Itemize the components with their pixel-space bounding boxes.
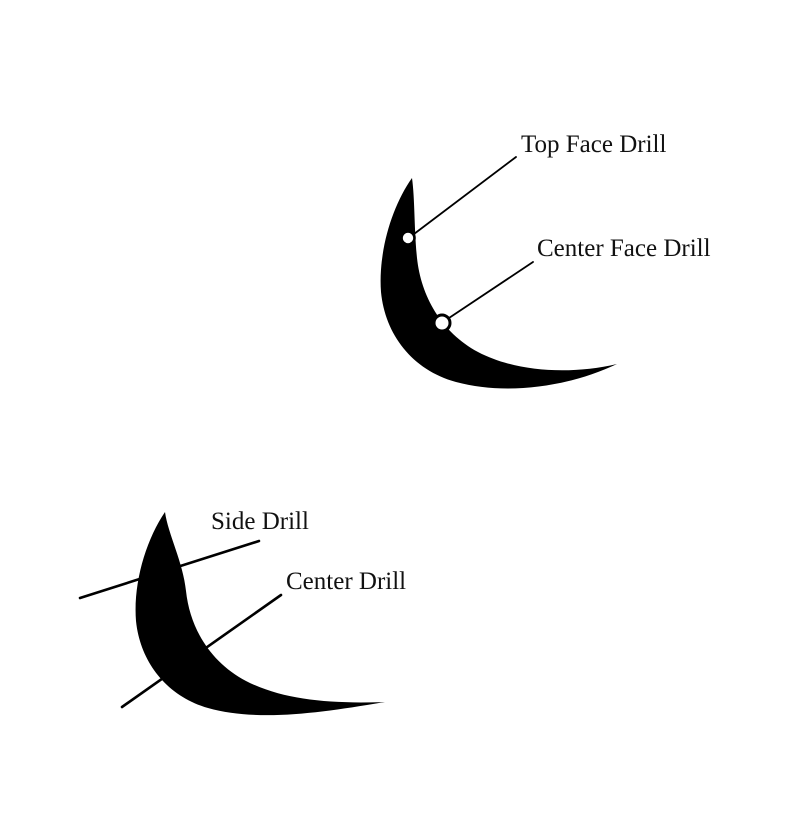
- drill-hole-marker-top-face: [400, 230, 416, 246]
- leader-line-side-drill: [78, 539, 261, 600]
- leader-line-top-face-drill: [413, 156, 517, 235]
- lower-crescent-view: Side Drill Center Drill: [78, 508, 406, 716]
- leader-line-center-face-drill: [448, 261, 534, 319]
- upper-crescent-view: Top Face Drill Center Face Drill: [380, 131, 711, 389]
- label-top-face-drill: Top Face Drill: [521, 131, 666, 158]
- label-center-face-drill: Center Face Drill: [537, 235, 711, 262]
- drill-hole-marker-center-face: [432, 313, 452, 333]
- lower-crescent-shape: [135, 512, 385, 716]
- upper-crescent-shape: [380, 178, 617, 389]
- label-center-drill: Center Drill: [286, 568, 406, 595]
- leader-line-center-drill: [120, 593, 283, 709]
- label-side-drill: Side Drill: [211, 508, 309, 535]
